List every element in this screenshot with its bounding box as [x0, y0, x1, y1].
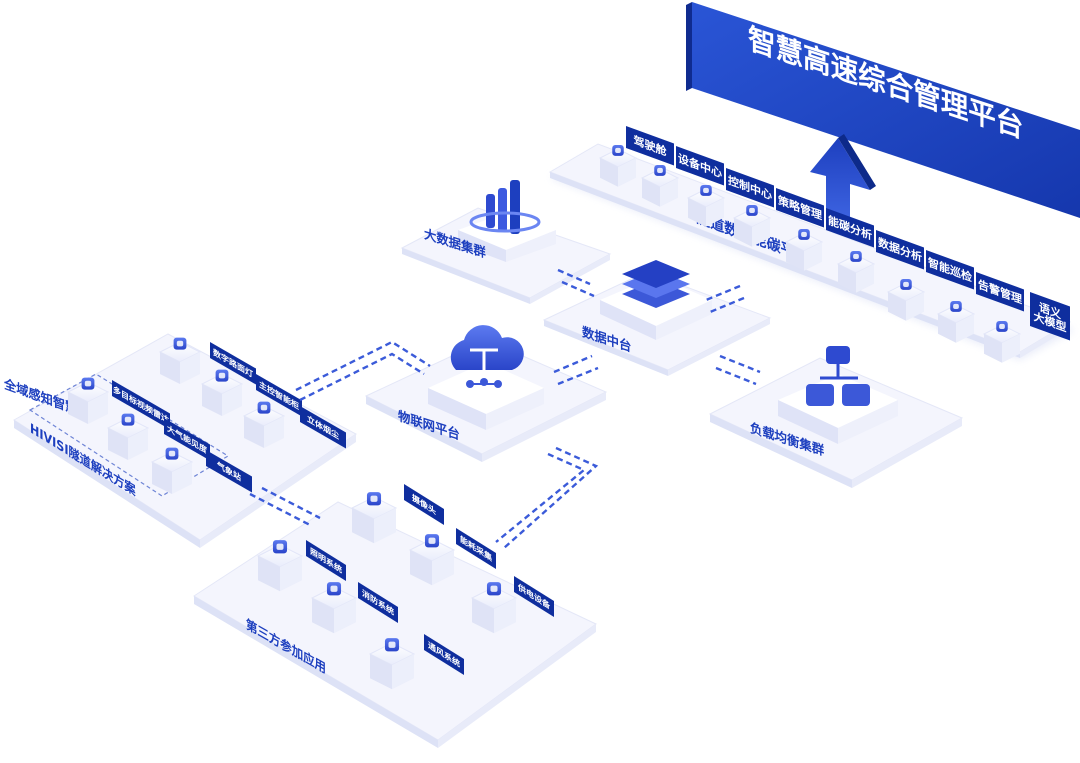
iot-platform: 物联网平台: [366, 325, 606, 462]
banner-edge: [686, 2, 692, 91]
connector-arrow-2-0: [554, 356, 592, 372]
thirdparty-platform: 第三方参加应用: [194, 502, 596, 748]
connector-arrow-3-1: [716, 368, 756, 384]
third-chip-0: 摄像头: [404, 484, 444, 525]
bigdata-platform: 大数据集群: [402, 180, 610, 304]
connector-arrow-1-0: [706, 286, 740, 300]
connector-arrow-6-0: [496, 454, 584, 542]
connector-arrow-3-0: [720, 356, 760, 372]
